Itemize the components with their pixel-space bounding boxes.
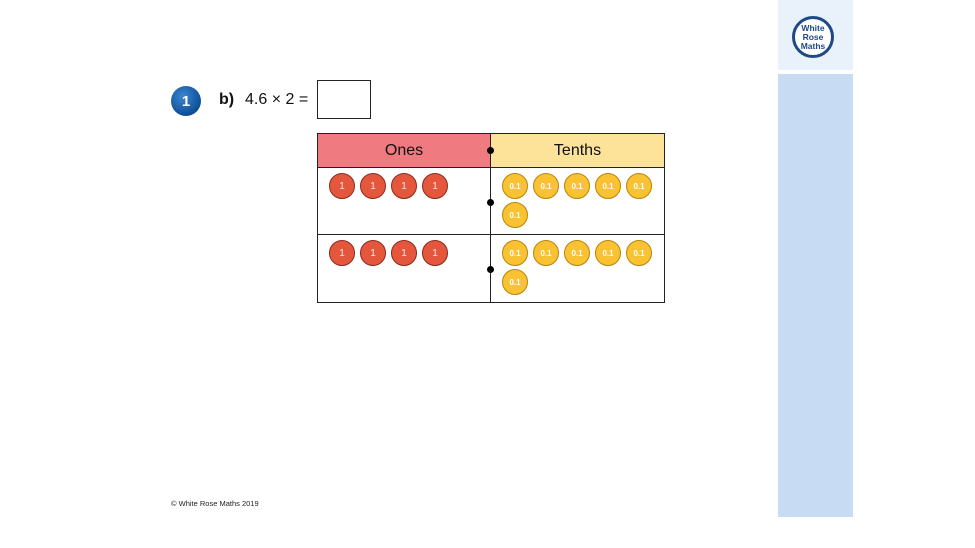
- tenths-counter: 0.1: [533, 173, 559, 199]
- ones-counter: 1: [422, 173, 448, 199]
- logo-line-1: White: [801, 22, 825, 33]
- answer-box[interactable]: [317, 80, 371, 119]
- decimal-point: [487, 266, 494, 273]
- tenths-counter: 0.1: [502, 202, 528, 228]
- question-number-badge: 1: [171, 86, 201, 116]
- row-2-tenths-counters: 0.1 0.1 0.1 0.1 0.1 0.1: [502, 240, 662, 295]
- tenths-header: Tenths: [490, 133, 665, 168]
- tenths-counter: 0.1: [595, 173, 621, 199]
- ones-counter: 1: [329, 240, 355, 266]
- row-1-ones-counters: 1 1 1 1: [329, 173, 479, 199]
- tenths-counter: 0.1: [564, 173, 590, 199]
- question-part-label: b): [219, 91, 235, 108]
- tenths-counter: 0.1: [626, 240, 652, 266]
- tenths-counter: 0.1: [502, 269, 528, 295]
- white-rose-maths-logo: White Rose Maths: [792, 16, 834, 58]
- ones-counter: 1: [360, 173, 386, 199]
- tenths-counter: 0.1: [502, 173, 528, 199]
- sidebar-panel: [778, 74, 853, 517]
- row-2-ones-counters: 1 1 1 1: [329, 240, 479, 266]
- tenths-counter: 0.1: [502, 240, 528, 266]
- logo-line-2: Rose: [802, 31, 824, 42]
- tenths-counter: 0.1: [626, 173, 652, 199]
- tenths-counter: 0.1: [564, 240, 590, 266]
- ones-counter: 1: [360, 240, 386, 266]
- ones-counter: 1: [422, 240, 448, 266]
- row-1-tenths-counters: 0.1 0.1 0.1 0.1 0.1 0.1: [502, 173, 662, 228]
- copyright-footer: © White Rose Maths 2019: [171, 499, 259, 508]
- question-expression: 4.6 × 2 =: [245, 91, 309, 108]
- ones-counter: 1: [391, 173, 417, 199]
- ones-counter: 1: [329, 173, 355, 199]
- place-value-chart: Ones Tenths 1 1 1 1 0.1 0.1 0.1 0.1 0.1 …: [317, 133, 665, 303]
- logo-line-3: Maths: [800, 40, 826, 51]
- ones-header: Ones: [317, 133, 491, 168]
- ones-counter: 1: [391, 240, 417, 266]
- decimal-point: [487, 199, 494, 206]
- tenths-counter: 0.1: [595, 240, 621, 266]
- decimal-point: [487, 147, 494, 154]
- tenths-counter: 0.1: [533, 240, 559, 266]
